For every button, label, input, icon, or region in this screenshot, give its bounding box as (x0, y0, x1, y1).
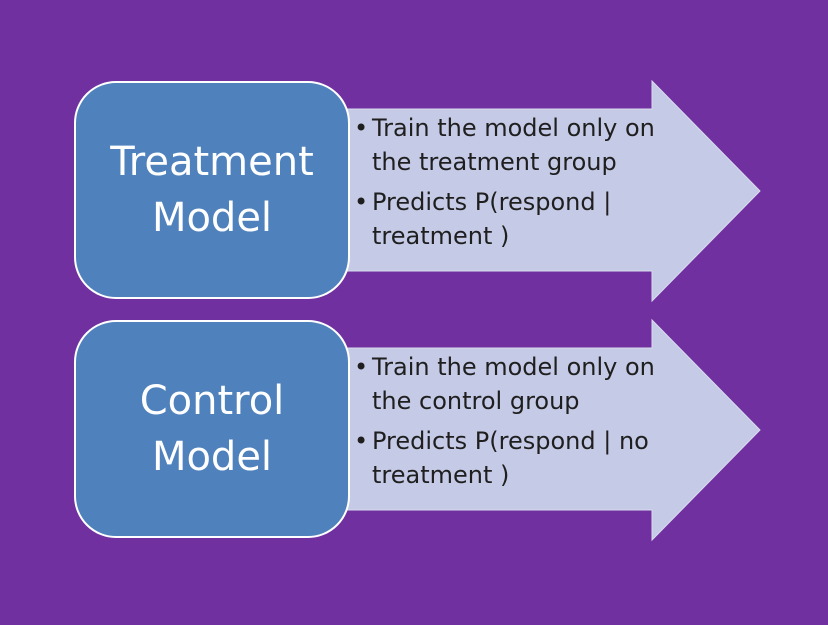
control-bullet-list: • Train the model only on the control gr… (352, 350, 672, 498)
control-bullet-2: • Predicts P(respond | no treatment ) (352, 424, 672, 492)
treatment-model-title-line-1: Treatment (110, 139, 314, 185)
treatment-model-row: Treatment Model • Train the model only o… (0, 79, 828, 304)
treatment-bullet-1: • Train the model only on the treatment … (352, 111, 672, 179)
control-bullet-2-line-2: treatment ) (372, 461, 510, 489)
bullet-dot-icon: • (354, 353, 369, 381)
treatment-model-box: Treatment Model (74, 81, 350, 299)
treatment-model-title-line-2: Model (151, 195, 273, 241)
treatment-bullet-2-line-2: treatment ) (372, 222, 510, 250)
bullet-dot-icon: • (354, 427, 369, 455)
treatment-bullet-list: • Train the model only on the treatment … (352, 111, 672, 259)
control-bullet-2-line-1: Predicts P(respond | no (372, 427, 649, 455)
control-model-title-line-1: Control (139, 378, 285, 424)
treatment-bullet-2: • Predicts P(respond | treatment ) (352, 185, 672, 253)
bullet-dot-icon: • (354, 114, 369, 142)
control-model-title-line-2: Model (151, 434, 273, 480)
treatment-bullet-2-line-1: Predicts P(respond | (372, 188, 612, 216)
control-arrow-shape (299, 318, 761, 542)
treatment-bullet-1-line-1: Train the model only on (372, 114, 655, 142)
control-bullet-1-line-1: Train the model only on (372, 353, 655, 381)
control-bullet-1: • Train the model only on the control gr… (352, 350, 672, 418)
treatment-bullet-1-line-2: the treatment group (372, 148, 617, 176)
control-bullet-1-line-2: the control group (372, 387, 580, 415)
control-model-row: Control Model • Train the model only on … (0, 318, 828, 543)
control-model-box: Control Model (74, 320, 350, 538)
treatment-arrow-shape (299, 79, 761, 303)
bullet-dot-icon: • (354, 188, 369, 216)
